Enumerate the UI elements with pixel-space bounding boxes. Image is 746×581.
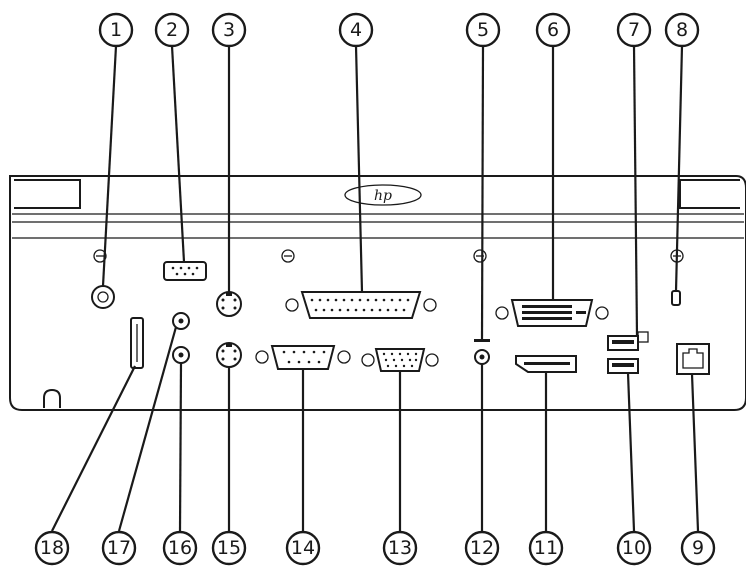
- leader-line-1: [101, 45, 118, 287]
- leader-line-9: [690, 373, 700, 532]
- power-connector: [91, 285, 115, 309]
- callout-1: 1: [98, 12, 134, 48]
- leader-line-18: [51, 365, 136, 532]
- dvi-port: [495, 299, 609, 327]
- callout-8: 8: [664, 12, 700, 48]
- callout-11: 11: [528, 530, 564, 566]
- callout-2: 2: [154, 12, 190, 48]
- svg-text:1: 1: [110, 19, 122, 41]
- svg-text:2: 2: [166, 19, 178, 41]
- svg-text:7: 7: [628, 19, 640, 41]
- svg-text:13: 13: [388, 537, 412, 559]
- leader-line-8: [674, 45, 684, 292]
- callout-5: 5: [465, 12, 501, 48]
- usb-port-lower: [607, 358, 639, 374]
- callout-14: 14: [285, 530, 321, 566]
- leader-line-4: [354, 45, 364, 293]
- svg-text:5: 5: [477, 19, 489, 41]
- parallel-port: [285, 291, 437, 319]
- dock-body: [9, 175, 746, 411]
- rj45-network-port: [676, 343, 710, 375]
- serial-db9-port: [255, 345, 351, 370]
- leader-line-10: [626, 372, 636, 532]
- headphone-jack: [172, 312, 190, 330]
- callout-17: 17: [101, 530, 137, 566]
- usb-port-upper: [607, 331, 649, 351]
- svg-text:16: 16: [168, 537, 192, 559]
- callouts-bottom: 18 17 16 15 14 13 12 11 10 9: [34, 530, 716, 566]
- callout-12: 12: [464, 530, 500, 566]
- security-lock-slot: [671, 290, 681, 306]
- callout-7: 7: [616, 12, 652, 48]
- callout-9: 9: [680, 530, 716, 566]
- svg-text:17: 17: [107, 537, 131, 559]
- svg-text:3: 3: [223, 19, 235, 41]
- small-serial-connector: [163, 261, 207, 281]
- screw: [473, 249, 487, 263]
- callout-13: 13: [382, 530, 418, 566]
- svg-text:18: 18: [40, 537, 64, 559]
- callouts-top: 1 2 3 4 5 6 7 8: [98, 12, 700, 48]
- hp-logo: hp: [344, 184, 422, 206]
- svg-text:15: 15: [217, 537, 241, 559]
- svg-text:14: 14: [291, 537, 315, 559]
- leader-line-7: [632, 45, 639, 337]
- callout-15: 15: [211, 530, 247, 566]
- displayport: [515, 355, 577, 373]
- svg-text:10: 10: [622, 537, 646, 559]
- screw: [93, 249, 107, 263]
- ps2-port-bottom: [216, 342, 242, 368]
- leader-line-17: [117, 326, 178, 532]
- screw: [281, 249, 295, 263]
- leader-line-5: [480, 45, 485, 340]
- callout-6: 6: [535, 12, 571, 48]
- leader-line-2: [170, 45, 186, 263]
- svg-text:11: 11: [534, 537, 558, 559]
- callout-3: 3: [211, 12, 247, 48]
- svg-text:12: 12: [470, 537, 494, 559]
- leader-line-16: [178, 362, 183, 532]
- leader-lines: [51, 45, 700, 532]
- vga-port: [361, 348, 439, 372]
- ps2-port-top: [216, 291, 242, 317]
- release-slot: [130, 317, 144, 369]
- callout-18: 18: [34, 530, 70, 566]
- svg-text:4: 4: [350, 19, 362, 41]
- callout-10: 10: [616, 530, 652, 566]
- svg-text:9: 9: [692, 537, 704, 559]
- audio-jack: [474, 339, 490, 365]
- svg-text:8: 8: [676, 19, 688, 41]
- microphone-jack: [172, 346, 190, 364]
- svg-text:6: 6: [547, 19, 559, 41]
- hp-logo-text: hp: [374, 188, 392, 204]
- callout-16: 16: [162, 530, 198, 566]
- callout-4: 4: [338, 12, 374, 48]
